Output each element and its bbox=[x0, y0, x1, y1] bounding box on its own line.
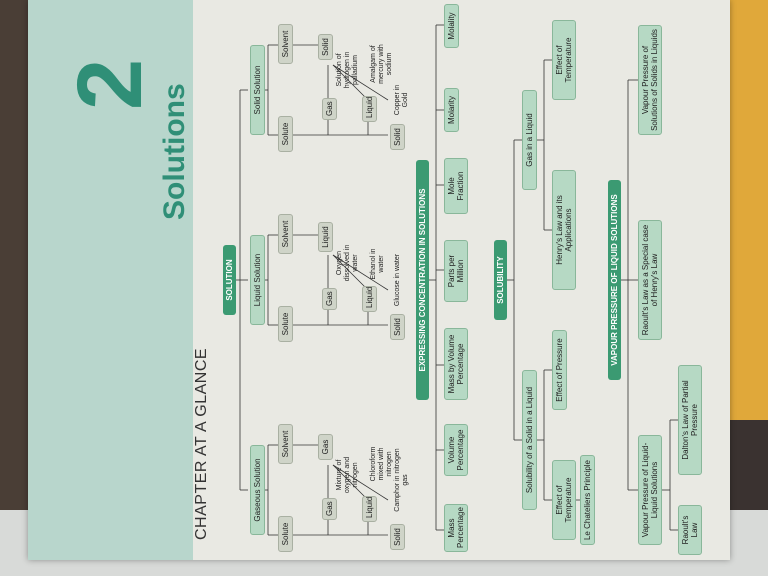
rotated-content: 2 Solutions CHAPTER AT A GLANCE bbox=[28, 0, 728, 560]
liquid-solvent-liquid: Liquid bbox=[318, 222, 334, 252]
solid-solution-box: Solid Solution bbox=[250, 45, 266, 135]
textbook-page: 2 Solutions CHAPTER AT A GLANCE bbox=[28, 0, 730, 560]
gaseous-solvent: Solvent bbox=[278, 424, 294, 464]
solid-solvent: Solvent bbox=[278, 24, 294, 64]
conc-molality: Molality bbox=[444, 4, 460, 48]
gaseous-liquid: Liquid bbox=[362, 496, 378, 522]
liquid-solid: Solid bbox=[390, 314, 406, 340]
gaseous-gas: Gas bbox=[322, 498, 338, 520]
chapter-strip bbox=[28, 0, 193, 560]
liquid-example-2: Ethanol in water bbox=[370, 248, 386, 280]
solubility-effect-pressure: Effect of Pressure bbox=[552, 330, 568, 410]
gaseous-solvent-gas: Gas bbox=[318, 434, 334, 460]
liquid-solvent: Solvent bbox=[278, 214, 294, 254]
conc-mole-fraction: Mole Fraction bbox=[444, 158, 469, 214]
solid-gas: Gas bbox=[322, 98, 338, 120]
solubility-effect-temperature: Effect of Temperature bbox=[552, 460, 577, 540]
solid-liquid: Liquid bbox=[362, 96, 378, 122]
vp-solids-in-liquids: Vapour Pressure of Solutions of Solids i… bbox=[638, 25, 663, 135]
liquid-example-3: Glucose in water bbox=[394, 253, 401, 307]
liquid-example-1: Oxygen dissolved in water bbox=[336, 244, 360, 282]
liquid-liquid: Liquid bbox=[362, 286, 378, 312]
solubility-header: SOLUBILITY bbox=[494, 240, 508, 320]
solubility-effect-temperature-gas: Effect of Temperature bbox=[552, 20, 577, 100]
vp-raoult-special-case: Raoult's Law as a Special case of Henry'… bbox=[638, 220, 663, 340]
solid-solvent-solid: Solid bbox=[318, 34, 334, 60]
gaseous-solid: Solid bbox=[390, 524, 406, 550]
solid-example-1: Solution of hydrogen in palladium bbox=[336, 51, 360, 89]
solid-solid: Solid bbox=[390, 124, 406, 150]
gaseous-solution-box: Gaseous Solution bbox=[250, 445, 266, 535]
le-chatelier-principle: Le Chateliers Principle bbox=[580, 455, 596, 545]
liquid-gas: Gas bbox=[322, 288, 338, 310]
connector-lines bbox=[233, 24, 678, 536]
desk-background bbox=[0, 0, 30, 576]
solid-example-3: Copper in Gold bbox=[394, 84, 410, 116]
solubility-gas-in-liquid: Gas in a Liquid bbox=[522, 90, 538, 190]
conc-molarity: Molarity bbox=[444, 88, 460, 132]
gaseous-example-1: Mixture of oxygen and nitrogen bbox=[336, 456, 360, 494]
solubility-solid-in-liquid: Solubility of a Solid in a Liquid bbox=[522, 370, 538, 510]
liquid-solute: Solute bbox=[278, 306, 294, 342]
conc-mass-percentage: Mass Percentage bbox=[444, 504, 469, 552]
vapour-pressure-header: VAPOUR PRESSURE OF LIQUID SOLUTIONS bbox=[608, 180, 622, 380]
conc-volume-percentage: Volume Percentage bbox=[444, 424, 469, 476]
solid-solute: Solute bbox=[278, 116, 294, 152]
gaseous-solute: Solute bbox=[278, 516, 294, 552]
conc-mass-by-volume: Mass by Volume Percentage bbox=[444, 328, 469, 400]
solution-root: SOLUTION bbox=[223, 245, 237, 315]
liquid-solution-box: Liquid Solution bbox=[250, 235, 266, 325]
vp-raoult-law: Raoult's Law bbox=[678, 505, 703, 555]
gaseous-example-3: Camphor in nitrogen gas bbox=[394, 448, 410, 512]
vp-liquid-liquid: Vapour Pressure of Liquid-Liquid Solutio… bbox=[638, 435, 663, 545]
solubility-henry-law: Henry's Law and its Applications bbox=[552, 170, 577, 290]
vp-dalton-law: Dalton's Law of Partial Pressure bbox=[678, 365, 703, 475]
conc-ppm: Parts per Million bbox=[444, 240, 469, 302]
concentration-header: EXPRESSING CONCENTRATION IN SOLUTIONS bbox=[416, 160, 430, 400]
